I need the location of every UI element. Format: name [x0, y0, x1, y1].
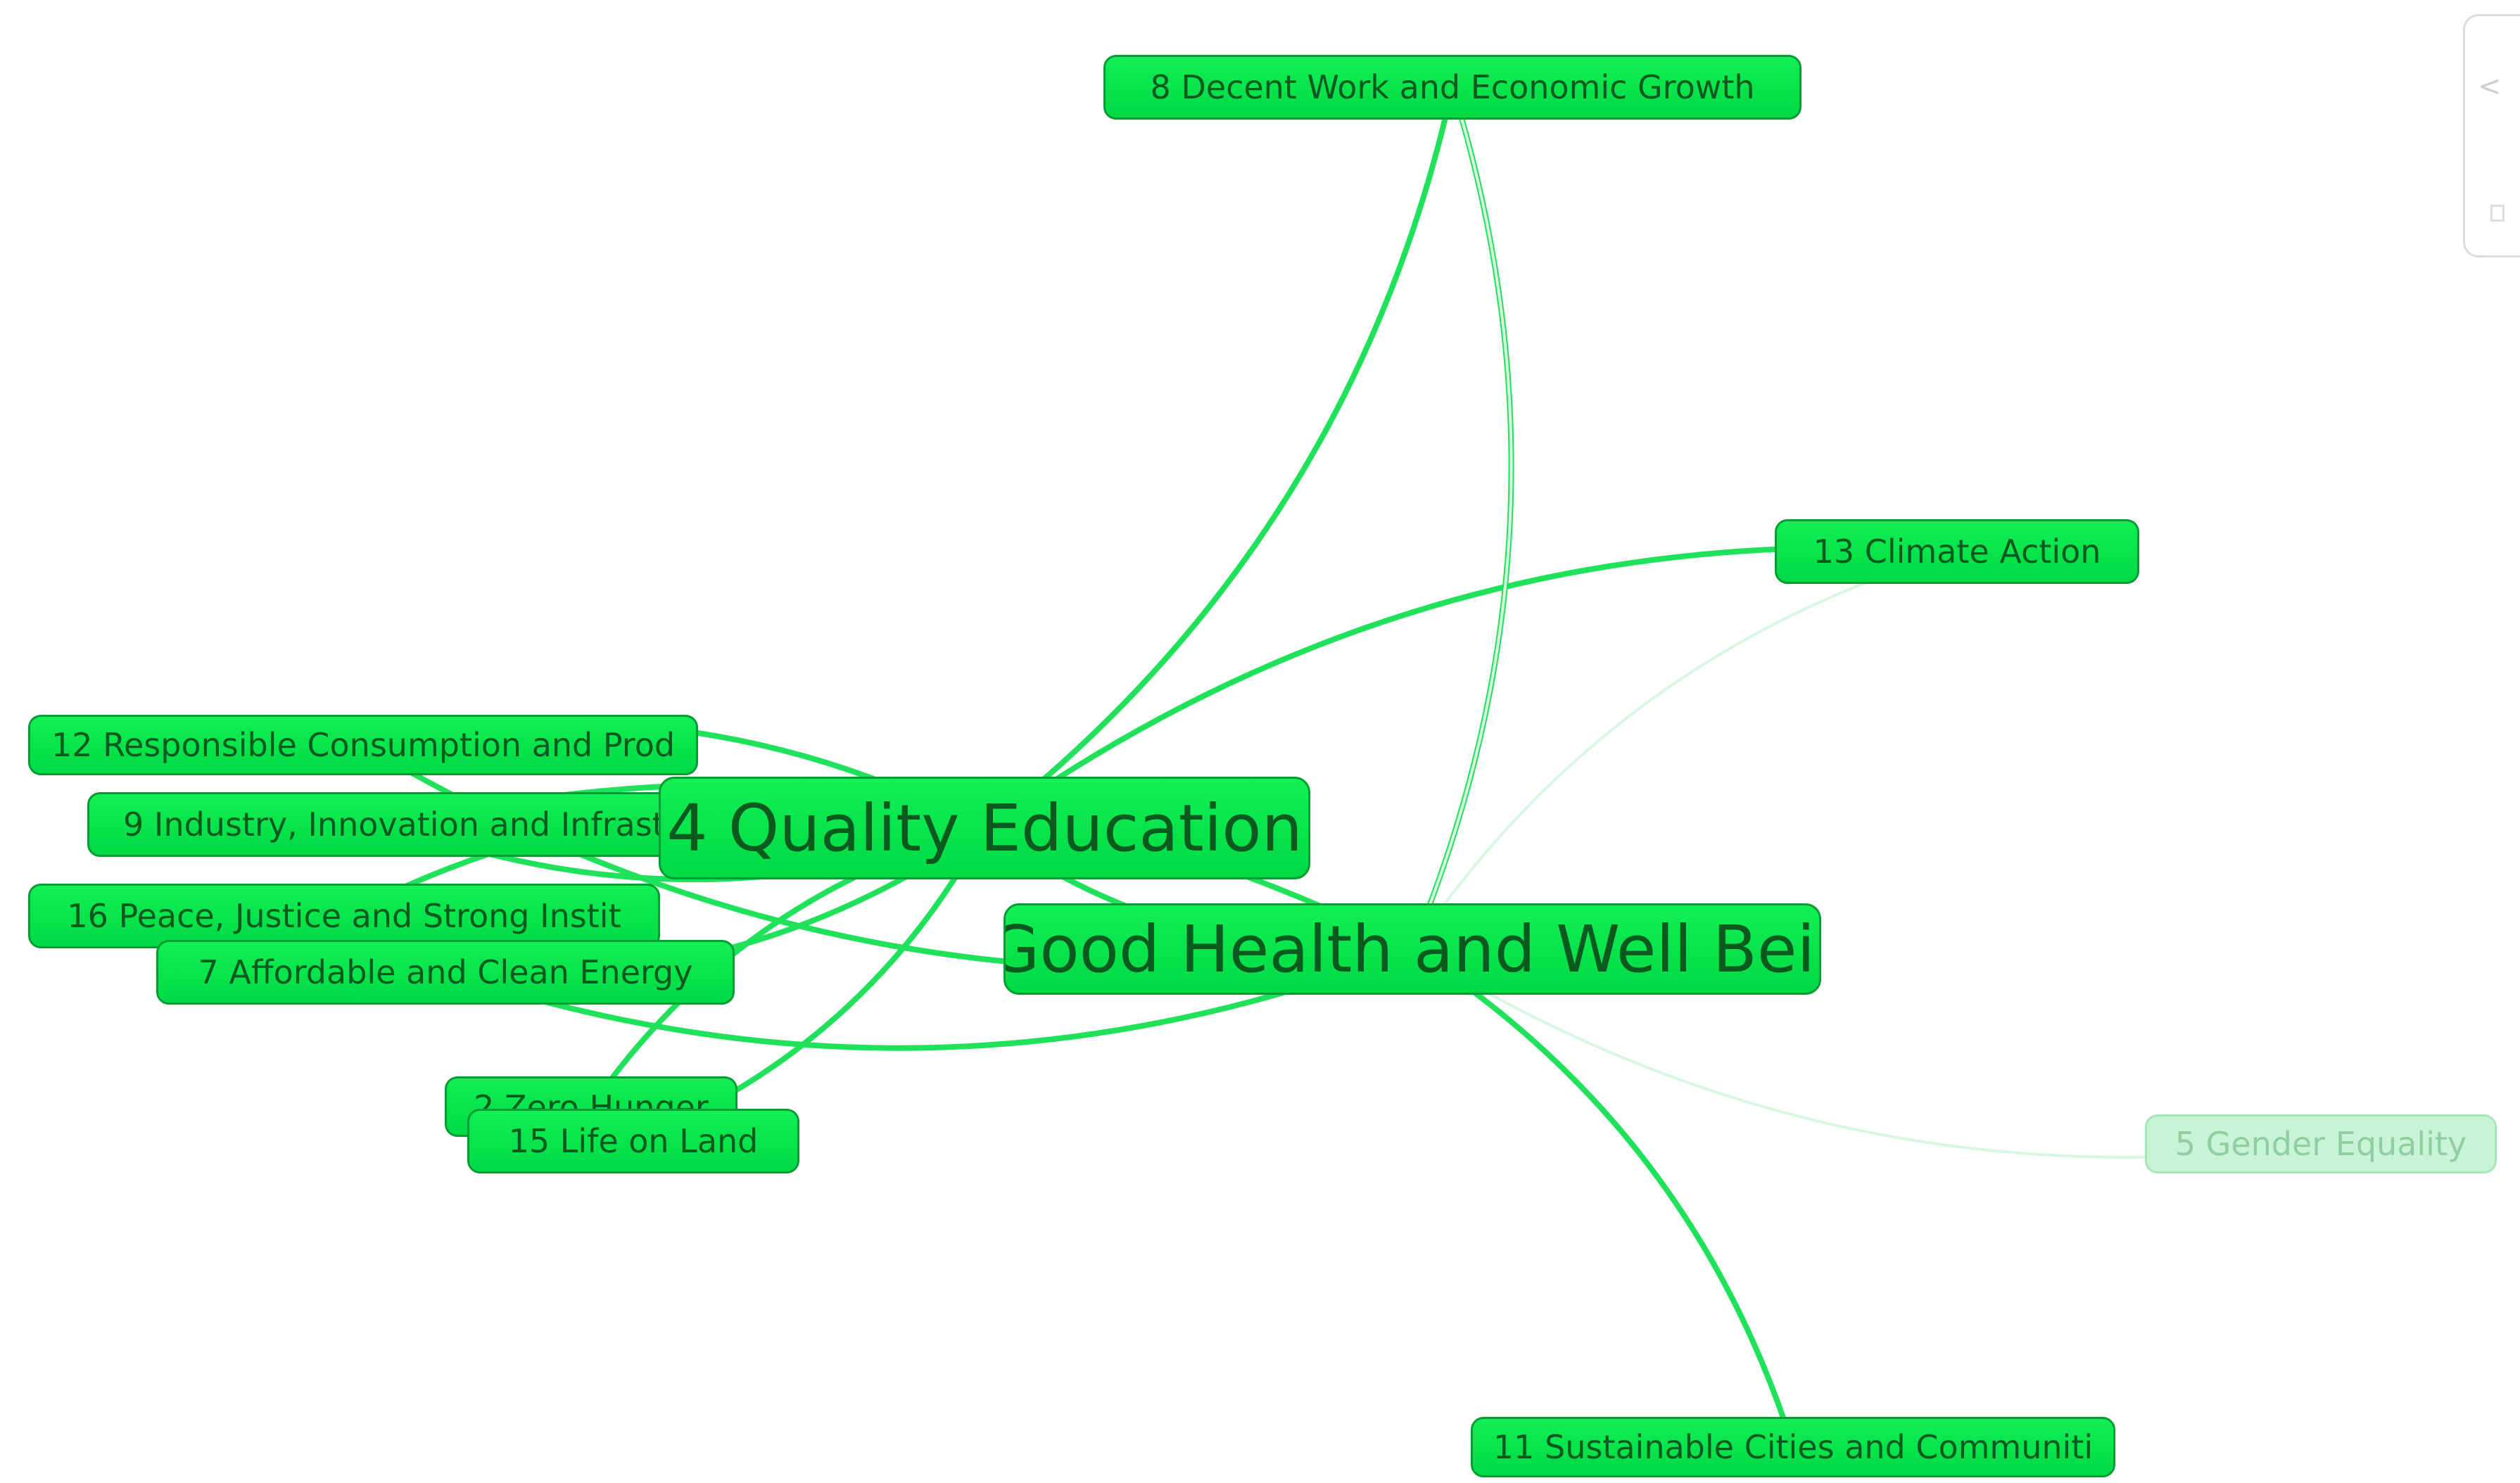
side-panel[interactable]: < [2463, 14, 2520, 257]
chevron-left-icon[interactable]: < [2478, 70, 2502, 103]
square-icon[interactable] [2490, 205, 2505, 222]
node-5-gender-equality[interactable]: 5 Gender Equality [2145, 1114, 2497, 1173]
node-13-climate-action[interactable]: 13 Climate Action [1775, 519, 2139, 584]
node-11-sustainable-cities[interactable]: 11 Sustainable Cities and Communiti [1471, 1417, 2115, 1477]
node-4-quality-education[interactable]: 4 Quality Education [659, 777, 1310, 879]
node-12-responsible-consumption[interactable]: 12 Responsible Consumption and Prod [28, 715, 698, 775]
node-8-decent-work[interactable]: 8 Decent Work and Economic Growth [1103, 55, 1802, 120]
node-label: 13 Climate Action [1813, 533, 2101, 571]
node-9-industry-innovation[interactable]: 9 Industry, Innovation and Infrastructur… [87, 792, 699, 857]
node-label: 4 Quality Education [666, 790, 1303, 866]
node-3-good-health[interactable]: 3 Good Health and Well Being [1003, 903, 1821, 995]
node-label: 8 Decent Work and Economic Growth [1150, 68, 1755, 106]
edge-n4-n8 [982, 87, 1455, 831]
edge-n3-n7 [444, 946, 1414, 1051]
edge-n13-n3 [1411, 550, 1958, 950]
node-label: 16 Peace, Justice and Strong Instit [67, 897, 621, 935]
node-label: 7 Affordable and Clean Energy [198, 953, 693, 991]
node-label: 12 Responsible Consumption and Prod [51, 726, 676, 764]
edge-n8-n3 [1411, 87, 1513, 950]
node-7-affordable-energy[interactable]: 7 Affordable and Clean Energy [156, 940, 735, 1005]
node-16-peace-justice[interactable]: 16 Peace, Justice and Strong Instit [28, 884, 660, 948]
node-label: 5 Gender Equality [2174, 1125, 2467, 1163]
node-15-life-on-land[interactable]: 15 Life on Land [467, 1109, 799, 1173]
node-label: 3 Good Health and Well Being [1003, 911, 1819, 987]
edge-n3-n8 [1410, 86, 1514, 950]
node-label: 9 Industry, Innovation and Infrastructur… [123, 806, 697, 844]
node-label: 11 Sustainable Cities and Communiti [1493, 1428, 2094, 1466]
edge-n3-n11 [1410, 946, 1796, 1449]
node-label: 15 Life on Land [508, 1122, 759, 1160]
